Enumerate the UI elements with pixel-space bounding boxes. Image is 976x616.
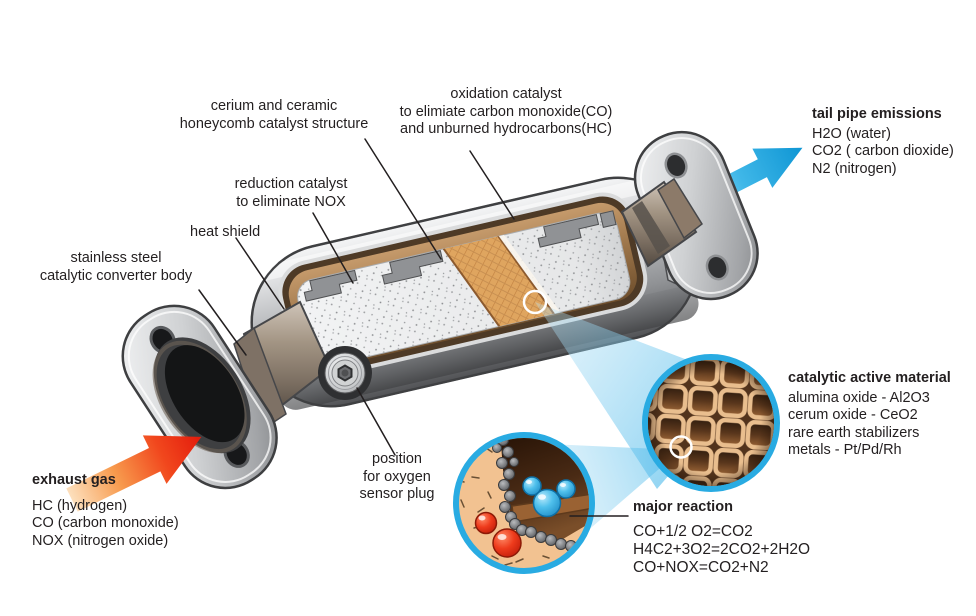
inlet-flange bbox=[121, 304, 278, 490]
zoom-marker bbox=[669, 435, 693, 459]
zoom-marker bbox=[522, 289, 548, 315]
reaction-equation: H4C2+3O2=2CO2+2H2O bbox=[633, 540, 811, 558]
label-line: for oxygen bbox=[363, 468, 431, 485]
label-line: reduction catalyst bbox=[234, 176, 348, 192]
label-line: stainless steel bbox=[70, 250, 162, 266]
label-converter-body: stainless steel catalytic converter body bbox=[28, 250, 204, 285]
leader-line bbox=[356, 387, 396, 456]
cutaway-opening bbox=[278, 192, 648, 379]
label-tailpipe-emissions: tail pipe emissions H2O (water) CO2 ( ca… bbox=[812, 106, 972, 178]
label-oxidation-catalyst: oxidation catalyst to elimiate carbon mo… bbox=[390, 86, 622, 139]
label-line: N2 (nitrogen) bbox=[812, 160, 897, 177]
outlet-collar-shadow bbox=[632, 201, 670, 254]
tab bbox=[381, 250, 444, 285]
flange-rim-highlight bbox=[127, 310, 272, 483]
label-heat-shield: heat shield bbox=[190, 224, 260, 242]
outlet-assembly bbox=[620, 130, 803, 301]
label-line: H2O (water) bbox=[812, 125, 891, 142]
substrate-speckle bbox=[297, 213, 630, 366]
band-highlight bbox=[498, 232, 563, 318]
bolt-hole bbox=[664, 152, 688, 179]
label-title: major reaction bbox=[633, 499, 733, 515]
catalyst-particles bbox=[492, 438, 587, 555]
label-catalytic-material: catalytic active material alumina oxide … bbox=[788, 370, 973, 460]
label-line: rare earth stabilizers bbox=[788, 424, 920, 441]
leader-lines bbox=[198, 138, 629, 517]
bolt-hole bbox=[705, 254, 729, 281]
label-line: catalytic converter body bbox=[39, 267, 193, 284]
label-line: CO2 ( carbon dioxide) bbox=[812, 143, 954, 159]
label-oxygen-sensor: position for oxygen sensor plug bbox=[348, 451, 446, 504]
co-molecule bbox=[474, 511, 522, 558]
label-title: tail pipe emissions bbox=[812, 106, 942, 122]
inlet-opening bbox=[164, 345, 245, 443]
label-line: alumina oxide - Al2O3 bbox=[788, 389, 930, 406]
label-line: and unburned hydrocarbons(HC) bbox=[400, 121, 612, 137]
boss-groove bbox=[328, 356, 362, 390]
label-major-reaction: major reaction CO+1/2 O2=CO2 H4C2+3O2=2C… bbox=[633, 499, 843, 577]
tab bbox=[303, 269, 358, 302]
honeycomb-grid bbox=[648, 360, 774, 486]
leader-line bbox=[235, 237, 285, 310]
label-line: CO (carbon monoxide) bbox=[32, 515, 179, 531]
arrow-right-icon bbox=[66, 435, 202, 512]
label-line: heat shield bbox=[190, 224, 261, 240]
oxygen-sensor-boss bbox=[318, 346, 372, 400]
label-exhaust-gas: exhaust gas HC (hydrogen) CO (carbon mon… bbox=[32, 472, 222, 550]
label-line: sensor plug bbox=[359, 486, 435, 502]
tab bbox=[537, 214, 600, 248]
water-molecule bbox=[522, 476, 576, 518]
label-line: HC (hydrogen) bbox=[32, 497, 128, 514]
reaction-equation: CO+NOX=CO2+N2 bbox=[633, 558, 769, 576]
shell-shadow bbox=[278, 286, 699, 410]
inlet-assembly bbox=[66, 300, 332, 512]
label-line: position bbox=[372, 451, 422, 467]
label-title: exhaust gas bbox=[32, 472, 116, 488]
leader-line bbox=[469, 150, 515, 220]
plug-center bbox=[341, 369, 349, 377]
label-line: metals - Pt/Pd/Rh bbox=[788, 442, 902, 458]
label-line: cerum oxide - CeO2 bbox=[788, 407, 918, 423]
leader-line bbox=[312, 212, 354, 284]
converter-body bbox=[250, 174, 699, 410]
label-line: to elimiate carbon monoxide(CO) bbox=[399, 103, 613, 120]
label-line: oxidation catalyst bbox=[450, 86, 562, 102]
reaction-equation: CO+1/2 O2=CO2 bbox=[633, 522, 753, 540]
outlet-collar-ring bbox=[657, 177, 703, 240]
label-title: catalytic active material bbox=[788, 370, 951, 386]
substrate-tabs bbox=[303, 210, 617, 302]
label-line: NOX (nitrogen oxide) bbox=[32, 532, 169, 549]
tab bbox=[599, 210, 617, 229]
leader-line bbox=[364, 138, 442, 260]
reaction-detail-circle bbox=[453, 432, 595, 574]
leader-line bbox=[198, 289, 247, 356]
label-reduction-catalyst: reduction catalyst to eliminate NOX bbox=[226, 176, 356, 211]
honeycomb-shade bbox=[648, 360, 774, 486]
label-line: cerium and ceramic bbox=[210, 98, 338, 114]
honeycomb-detail-circle bbox=[642, 354, 780, 492]
label-cerium-honeycomb: cerium and ceramic honeycomb catalyst st… bbox=[160, 98, 388, 133]
label-line: honeycomb catalyst structure bbox=[179, 115, 369, 132]
label-line: to eliminate NOX bbox=[236, 193, 346, 210]
exhaust-gas-arrow bbox=[66, 435, 202, 512]
